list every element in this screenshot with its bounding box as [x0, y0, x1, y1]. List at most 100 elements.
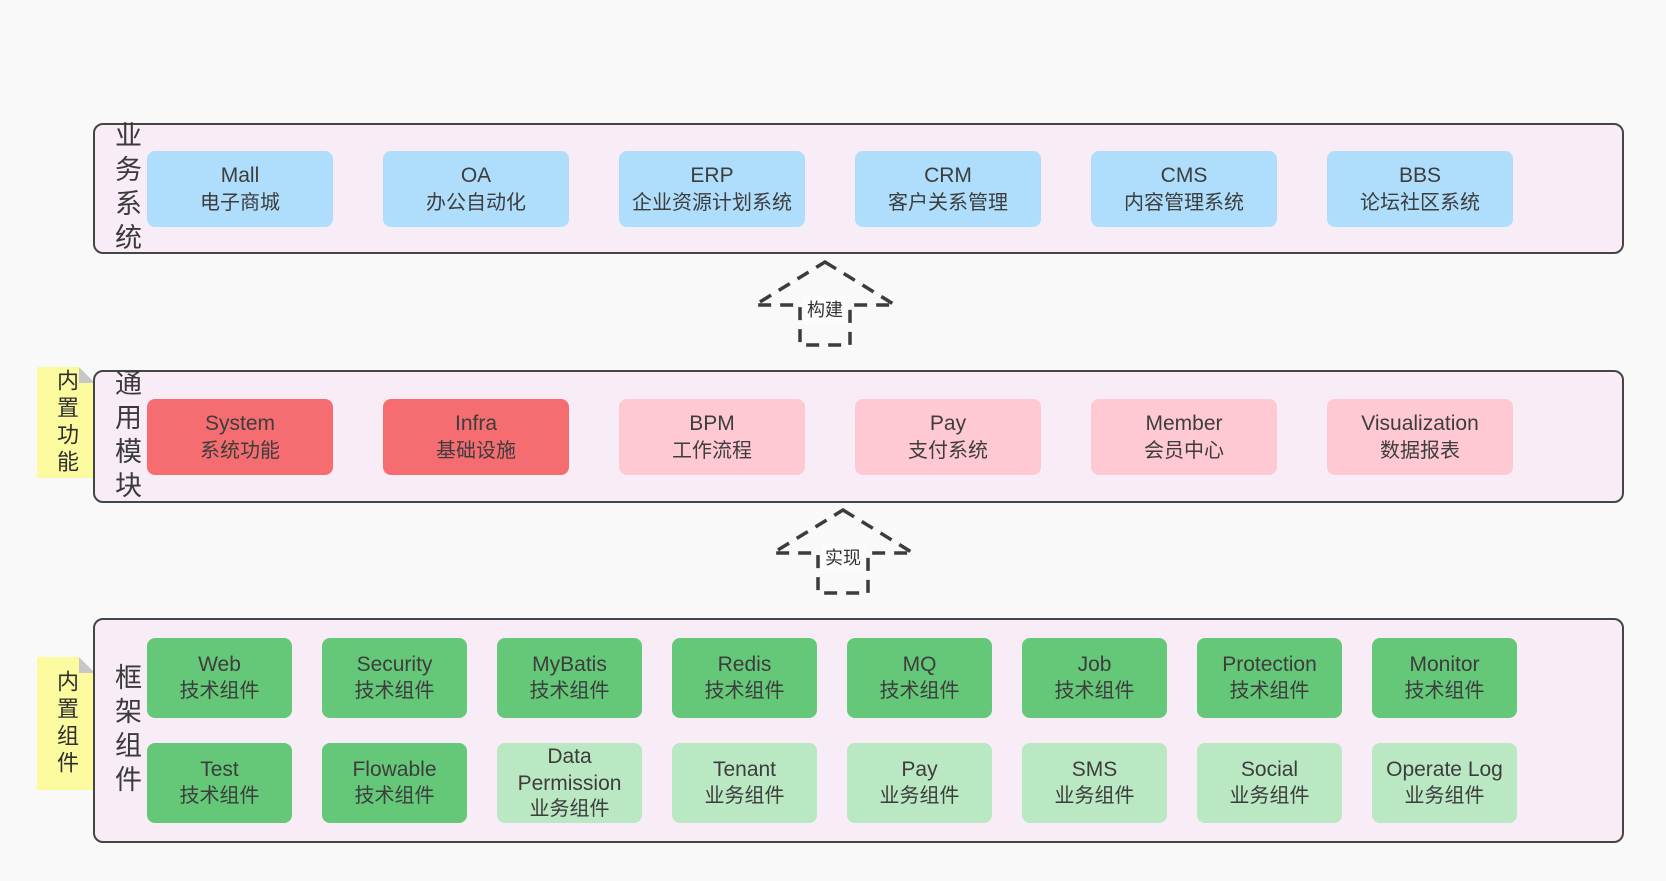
box-desc: 数据报表 [1380, 439, 1460, 462]
box-name: SMS [1071, 758, 1118, 782]
box-tenant: Tenant 业务组件 [672, 743, 817, 823]
box-flowable: Flowable 技术组件 [322, 743, 467, 823]
box-bpm: BPM 工作流程 [619, 399, 805, 475]
box-redis: Redis 技术组件 [672, 638, 817, 718]
box-name: Visualization [1361, 411, 1479, 435]
box-desc: 系统功能 [200, 439, 280, 462]
box-desc: 技术组件 [1229, 679, 1310, 702]
sticky-note-built-in-components: 内置组件 [37, 657, 95, 790]
box-name: Flowable [352, 758, 437, 782]
common-modules-row: System 系统功能 Infra 基础设施 BPM 工作流程 Pay 支付系统… [147, 399, 1513, 475]
box-name: Web [198, 653, 241, 677]
box-name: Social [1240, 758, 1299, 782]
sticky-note-label: 内置组件 [54, 669, 79, 778]
box-desc: 技术组件 [1054, 679, 1135, 702]
box-desc: 技术组件 [354, 784, 435, 807]
sticky-note-built-in-features: 内置功能 [37, 367, 95, 478]
box-desc: 业务组件 [1054, 784, 1135, 807]
box-sms: SMS 业务组件 [1022, 743, 1167, 823]
box-operate-log: Operate Log 业务组件 [1372, 743, 1517, 823]
box-name: Member [1145, 411, 1223, 435]
box-desc: 支付系统 [908, 439, 988, 462]
box-system: System 系统功能 [147, 399, 333, 475]
box-desc: 办公自动化 [426, 191, 526, 214]
box-name: Monitor [1409, 653, 1480, 677]
up-arrow-icon [750, 259, 900, 347]
box-erp: ERP 企业资源计划系统 [619, 151, 805, 227]
box-name: System [204, 411, 275, 435]
box-oa: OA 办公自动化 [383, 151, 569, 227]
box-name: BBS [1398, 163, 1442, 187]
box-social: Social 业务组件 [1197, 743, 1342, 823]
box-infra: Infra 基础设施 [383, 399, 569, 475]
box-visualization: Visualization 数据报表 [1327, 399, 1513, 475]
box-name: ERP [690, 163, 734, 187]
box-name: Redis [717, 653, 772, 677]
box-desc: 论坛社区系统 [1360, 191, 1480, 214]
box-desc: 技术组件 [179, 679, 260, 702]
box-member: Member 会员中心 [1091, 399, 1277, 475]
band-label-common-modules: 通用模块 [111, 368, 141, 505]
arrow-label-implement: 实现 [821, 544, 865, 573]
box-cms: CMS 内容管理系统 [1091, 151, 1277, 227]
band-framework-components: 框架组件 Web 技术组件 Security 技术组件 MyBatis 技术组件… [93, 618, 1624, 843]
box-protection: Protection 技术组件 [1197, 638, 1342, 718]
box-desc: 技术组件 [704, 679, 785, 702]
box-name: Data Permission [517, 745, 622, 795]
box-desc: 技术组件 [879, 679, 960, 702]
up-arrow-icon [768, 507, 918, 595]
box-desc: 业务组件 [1229, 784, 1310, 807]
framework-components-row-2: Test 技术组件 Flowable 技术组件 Data Permission … [147, 743, 1517, 823]
box-name: Test [200, 758, 239, 782]
box-name: Pay [929, 411, 967, 435]
sticky-note-label: 内置功能 [54, 368, 79, 477]
box-desc: 企业资源计划系统 [632, 191, 792, 214]
box-desc: 业务组件 [1404, 784, 1485, 807]
box-desc: 技术组件 [1404, 679, 1485, 702]
box-name: Security [356, 653, 433, 677]
box-desc: 基础设施 [436, 439, 516, 462]
dashed-up-arrow-build: 构建 [750, 256, 900, 348]
box-mq: MQ 技术组件 [847, 638, 992, 718]
band-business-systems: 业务系统 Mall 电子商城 OA 办公自动化 ERP 企业资源计划系统 CRM… [93, 120, 1624, 257]
box-desc: 技术组件 [179, 784, 260, 807]
box-security: Security 技术组件 [322, 638, 467, 718]
box-desc: 会员中心 [1144, 439, 1224, 462]
band-label-framework-components: 框架组件 [111, 662, 141, 799]
box-desc: 业务组件 [879, 784, 960, 807]
box-name: Protection [1222, 653, 1317, 677]
box-name: Mall [220, 163, 260, 187]
box-desc: 技术组件 [529, 679, 610, 702]
box-name: CMS [1160, 163, 1208, 187]
box-test: Test 技术组件 [147, 743, 292, 823]
box-pay-component: Pay 业务组件 [847, 743, 992, 823]
box-desc: 电子商城 [200, 191, 280, 214]
framework-components-row-1: Web 技术组件 Security 技术组件 MyBatis 技术组件 Redi… [147, 638, 1517, 718]
box-desc: 客户关系管理 [888, 191, 1008, 214]
box-name: BPM [689, 411, 735, 435]
band-common-modules: 通用模块 System 系统功能 Infra 基础设施 BPM 工作流程 Pay… [93, 368, 1624, 505]
box-name: Job [1077, 653, 1112, 677]
box-pay-module: Pay 支付系统 [855, 399, 1041, 475]
box-name: CRM [924, 163, 972, 187]
box-name: MQ [902, 653, 937, 677]
box-name: MyBatis [532, 653, 607, 677]
box-name: Infra [454, 411, 498, 435]
box-mall: Mall 电子商城 [147, 151, 333, 227]
box-name: Operate Log [1386, 758, 1503, 782]
dashed-up-arrow-implement: 实现 [768, 504, 918, 596]
box-crm: CRM 客户关系管理 [855, 151, 1041, 227]
box-name: Tenant [712, 758, 777, 782]
box-desc: 内容管理系统 [1124, 191, 1244, 214]
box-data-permission: Data Permission 业务组件 [497, 743, 642, 823]
business-systems-row: Mall 电子商城 OA 办公自动化 ERP 企业资源计划系统 CRM 客户关系… [147, 151, 1513, 227]
box-job: Job 技术组件 [1022, 638, 1167, 718]
box-monitor: Monitor 技术组件 [1372, 638, 1517, 718]
box-name: Pay [901, 758, 938, 782]
box-name: OA [460, 163, 492, 187]
box-bbs: BBS 论坛社区系统 [1327, 151, 1513, 227]
box-web: Web 技术组件 [147, 638, 292, 718]
arrow-label-build: 构建 [803, 296, 847, 325]
box-desc: 工作流程 [672, 439, 752, 462]
band-label-business-systems: 业务系统 [111, 120, 141, 257]
